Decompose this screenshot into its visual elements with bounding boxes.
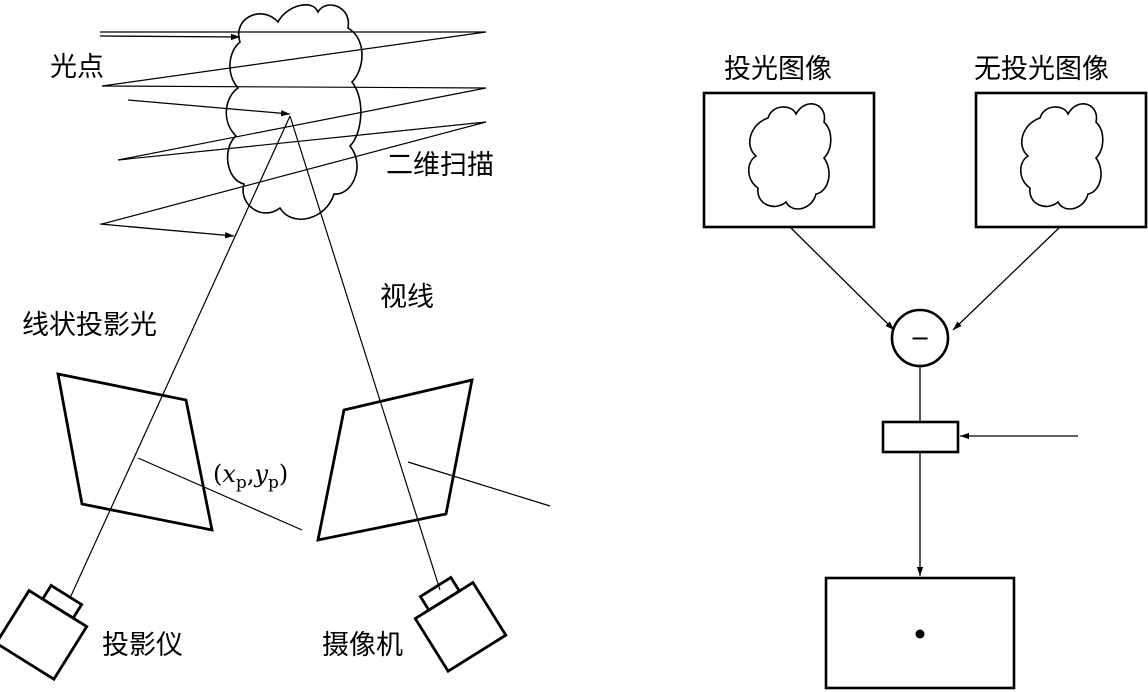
non-projected-image-blob: [1019, 103, 1104, 210]
result-image-box: [824, 576, 1016, 690]
non-projected-image-box: [974, 91, 1148, 229]
coord-sub-y: p: [268, 473, 279, 493]
projector-plane-axis: [137, 457, 303, 531]
projector-icon: [0, 583, 89, 682]
camera-plane-axis: [407, 461, 551, 507]
coord-close: ): [279, 460, 288, 488]
projection-light-ray: [69, 115, 291, 599]
non-projected-image-label: 无投光图像: [974, 54, 1109, 85]
line-of-sight-label: 视线: [380, 282, 434, 313]
sight-line: [289, 115, 441, 591]
scan-raster: [100, 31, 487, 225]
coordinate-label: (xp,yp): [213, 460, 288, 493]
light-spot-arrow-top: [99, 33, 241, 41]
threshold-box: [881, 420, 960, 454]
two-d-scan-label: 二维扫描: [386, 150, 494, 181]
light-spot-arrow-low: [99, 223, 235, 239]
object-cloud: [225, 3, 363, 220]
coord-comma: ,: [247, 460, 255, 488]
non-projected-to-subtract-arrow: [952, 226, 1061, 331]
subtract-symbol: −: [910, 324, 930, 352]
camera-label: 摄像机: [322, 630, 403, 661]
light-spot-arrow-mid: [127, 99, 291, 117]
image-subtraction-flow: 投光图像 无投光图像 −: [702, 54, 1148, 690]
camera-icon: [413, 575, 508, 674]
projector-image-plane: [56, 372, 214, 532]
light-spot-label: 光点: [50, 52, 104, 83]
projected-to-subtract-arrow: [789, 226, 895, 331]
coord-y: y: [253, 460, 268, 488]
coord-sub-x: p: [236, 473, 247, 493]
result-spot: [915, 629, 925, 639]
projector-label: 投影仪: [102, 630, 183, 661]
projected-image-blob: [747, 103, 832, 210]
projected-image-box: [702, 91, 876, 229]
camera-image-plane: [316, 378, 474, 542]
coord-x: x: [222, 460, 236, 488]
projected-image-label: 投光图像: [724, 54, 832, 85]
line-projected-light-label: 线状投影光: [22, 310, 157, 341]
coord-open: (: [213, 460, 222, 488]
scanning-setup: 光点 二维扫描 视线 线状投影光 投影仪 摄像机 (xp,yp): [0, 3, 551, 682]
